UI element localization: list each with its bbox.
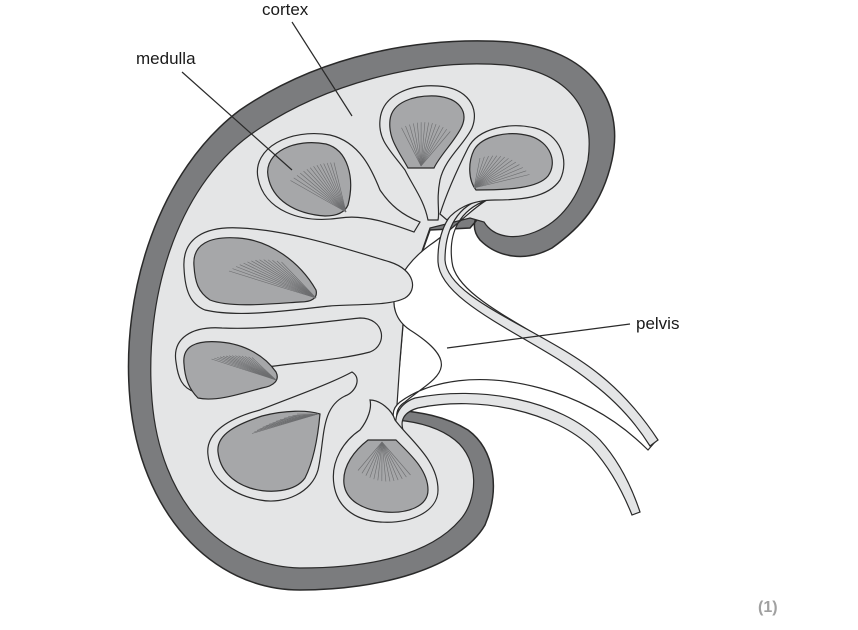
ureter-wall-lower [395, 392, 641, 516]
pyramid-striation [296, 175, 347, 213]
pyramid-striation [473, 155, 498, 189]
medulla-label: medulla [136, 49, 196, 68]
pyramid-striation [413, 123, 422, 167]
pyramid-striation [420, 122, 426, 167]
pyramid-striation [300, 172, 347, 213]
pyramid-striation [309, 167, 347, 213]
pyramid-3 [439, 125, 565, 221]
pyramid-striation [420, 122, 429, 167]
pyramid-striation [420, 126, 444, 167]
pyramid-striation [420, 125, 440, 167]
cortex-leader-line [291, 21, 353, 117]
pyramid-striation [320, 164, 347, 213]
pyramid-striation [333, 162, 347, 213]
pyramid-striation [373, 441, 383, 480]
pyramid-striation [248, 356, 277, 381]
pyramid-striation [306, 169, 347, 213]
pyramid-striation [228, 270, 317, 299]
pyramid-6 [207, 371, 358, 502]
pelvis-leader-line [446, 323, 631, 349]
pyramid-striation [381, 441, 403, 479]
medulla-leader-line [181, 71, 293, 171]
pyramid-striation [405, 125, 422, 167]
pyramid-striation [381, 441, 387, 482]
pyramid-striation [243, 262, 317, 299]
pyramid-striation [293, 177, 347, 213]
pyramid-striation [263, 259, 317, 299]
pyramid-striation [247, 261, 317, 299]
pyramid-striation [326, 162, 347, 213]
pyramid-striation [303, 170, 347, 213]
pyramid-striation [232, 268, 317, 299]
pyramid-striation [276, 260, 317, 299]
pyramid-striation [420, 128, 448, 167]
pyramid-striation [313, 166, 347, 213]
pyramid-striation [473, 174, 530, 189]
pyramid-striation [357, 441, 383, 471]
pyramid-striation [316, 165, 347, 213]
pyramid-striation [420, 131, 451, 167]
pyramid-striation [255, 259, 317, 299]
pyramid-striation [361, 441, 383, 474]
pyramid-striation [323, 163, 347, 213]
pyramid-striation [416, 122, 422, 167]
pyramid-striation [473, 170, 527, 189]
cortex-label: cortex [262, 0, 309, 19]
pyramid-striation [251, 260, 317, 299]
pyramid-striation [381, 441, 411, 476]
pyramid-striation [290, 180, 347, 213]
pyramid-striation [473, 161, 517, 189]
pyramid-striation [381, 441, 399, 481]
pyramid-striation [381, 441, 391, 482]
pyramid-striation [473, 157, 481, 189]
pyramid-striation [281, 261, 317, 299]
pyramid-striation [420, 123, 433, 167]
pyramid-striation [235, 266, 317, 299]
pyramid-striation [401, 127, 422, 167]
ureter-wall-upper [437, 192, 659, 447]
pyramid-striation [420, 124, 437, 167]
pyramid-striation [267, 259, 317, 299]
pyramid-striation [381, 441, 407, 478]
pelvis-label: pelvis [636, 314, 680, 333]
pyramid-striation [473, 156, 485, 189]
pyramid-striation [369, 441, 383, 478]
pyramid-striation [473, 155, 502, 189]
pyramid-striation [239, 264, 317, 299]
pyramid-striation [377, 441, 383, 481]
pyramid-5 [174, 317, 383, 400]
pyramid-striation [381, 441, 395, 482]
pyramid-striation [473, 155, 494, 189]
pyramid-striation [259, 259, 317, 299]
pyramid-striations [211, 122, 530, 482]
pyramid-striation [473, 156, 505, 189]
pyramid-striation [409, 124, 422, 167]
pyramid-striation [251, 357, 277, 381]
pyramid-striation [473, 164, 520, 189]
pyramid-striation [473, 158, 509, 189]
pyramid-striation [365, 441, 383, 476]
pyramid-striation [473, 155, 489, 189]
pyramid-striation [330, 162, 347, 213]
marks-indicator: (1) [758, 599, 778, 616]
pyramid-striation [272, 260, 317, 299]
pyramid-striation [473, 159, 513, 189]
pyramid-striation [473, 167, 523, 189]
